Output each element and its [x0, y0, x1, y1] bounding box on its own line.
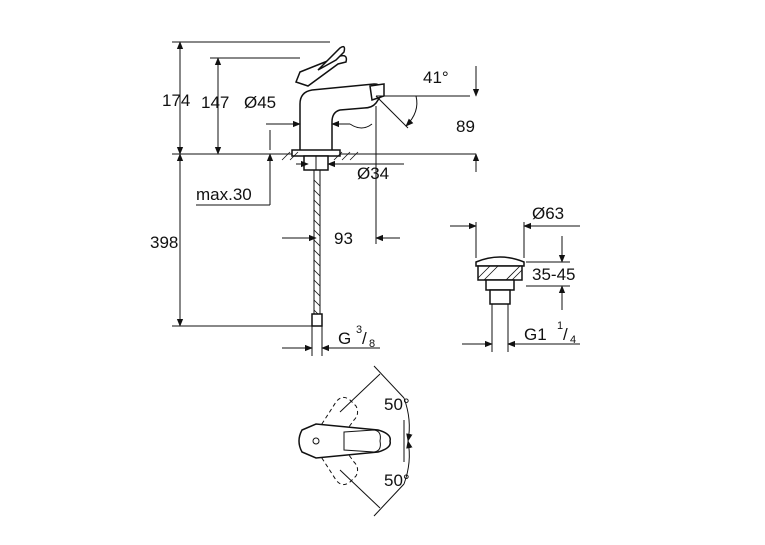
waste-valve-view: Ø63 35-45 G1 1 / 4 [450, 204, 580, 352]
lever-top-view [298, 423, 391, 459]
dim-total-height: 174 [162, 91, 190, 110]
angle-lower-label: 50° [384, 471, 410, 490]
waste-pipe [491, 304, 509, 344]
lever-pivot [312, 437, 320, 445]
angle-upper-label: 50° [384, 395, 410, 414]
faucet-lever [295, 54, 348, 87]
supply-hose [311, 170, 323, 327]
faucet-lever-top [317, 45, 346, 71]
dim-base-diameter: Ø34 [357, 164, 389, 183]
dim-spout-height: 147 [201, 93, 229, 112]
faucet-base-flange [291, 149, 341, 157]
dim-waste-thread-den: 4 [570, 334, 576, 346]
dim-spout-diameter: Ø45 [244, 93, 276, 112]
dim-waste-height: 35-45 [532, 265, 575, 284]
dim-connection-thread-den: 8 [369, 338, 375, 350]
dim-connection-thread-num: 3 [356, 324, 362, 336]
dim-connection-thread: G [338, 329, 351, 348]
dim-waste-thread: G1 [524, 325, 547, 344]
waste-nut [485, 279, 515, 291]
lever-swing-lower [317, 439, 359, 486]
dim-spout-reach: 93 [334, 229, 353, 248]
dim-hose-length: 398 [150, 233, 178, 252]
waste-body [477, 265, 523, 281]
faucet-body [299, 83, 384, 155]
waste-cap [475, 256, 525, 267]
top-view-rotation: 50° 50° [298, 365, 413, 517]
waste-thread [489, 289, 511, 305]
dim-lever-angle: 41° [423, 68, 449, 87]
faucet-side-view: 174 147 Ø45 41° 89 Ø34 max.30 398 [150, 41, 480, 356]
svg-text:/: / [563, 325, 568, 344]
dim-waste-thread-num: 1 [557, 320, 563, 332]
deck-hatch [281, 151, 359, 161]
dim-max-deck-thickness: max.30 [196, 185, 252, 204]
svg-text:/: / [362, 329, 367, 348]
dim-waste-diameter: Ø63 [532, 204, 564, 223]
dim-spout-clearance: 89 [456, 117, 475, 136]
lever-swing-upper [317, 396, 359, 443]
